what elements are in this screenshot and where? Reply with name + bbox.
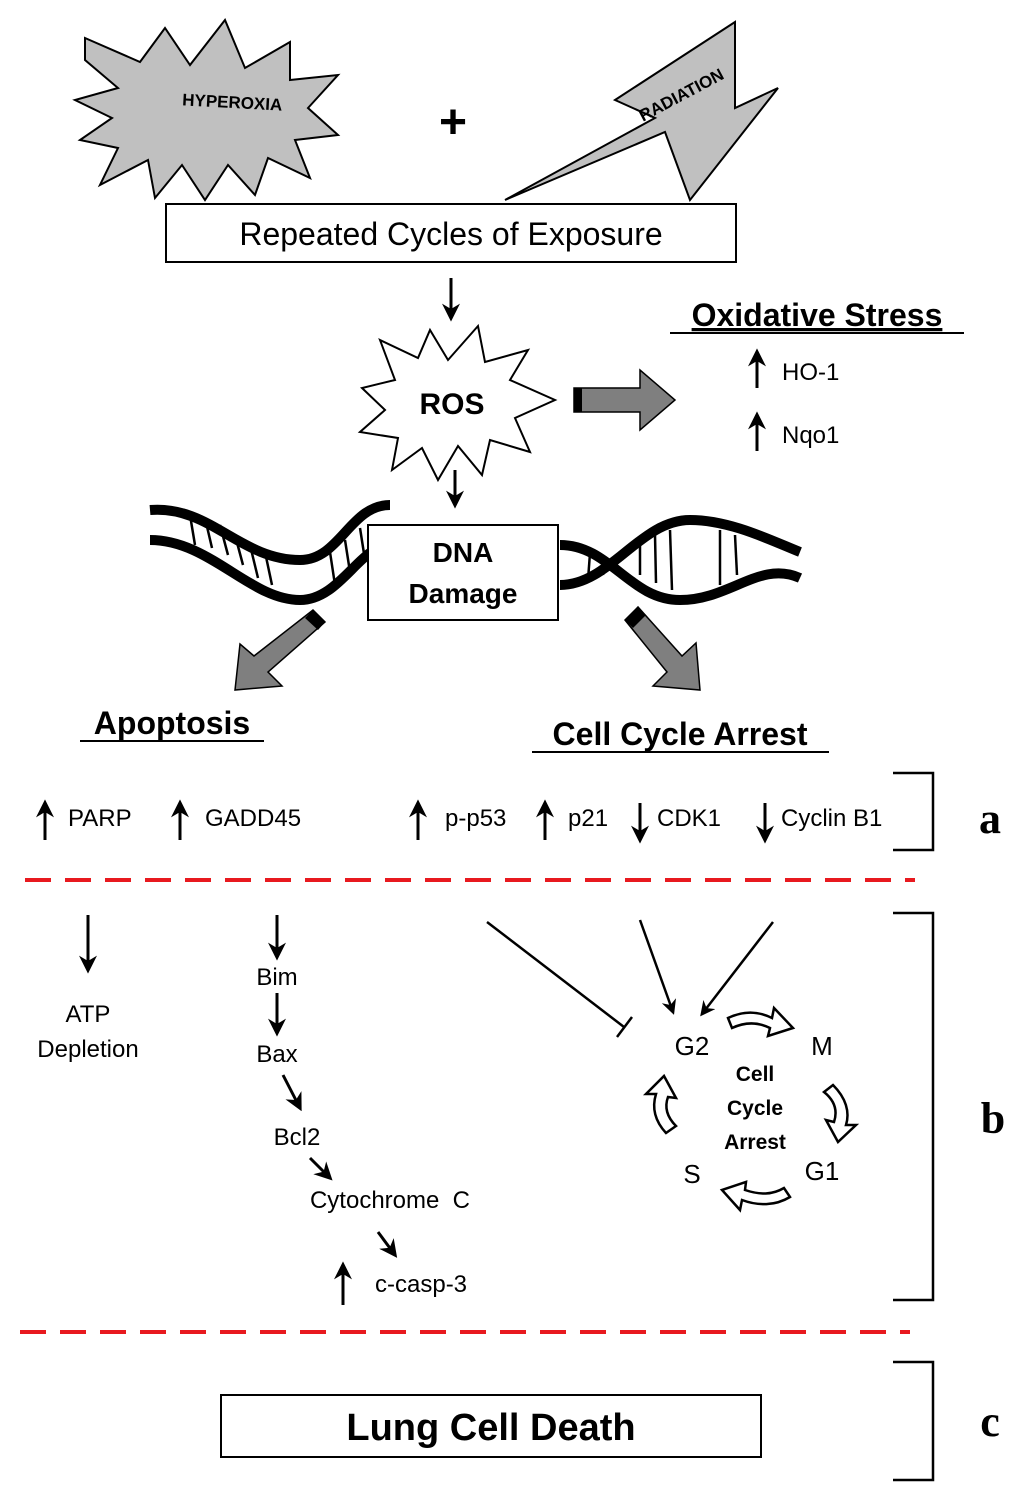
lung-cell-death-label: Lung Cell Death [346, 1407, 635, 1449]
ox-marker-label: Nqo1 [782, 422, 839, 449]
radiation-lightning-bolt [504, 20, 779, 203]
bracket-c [893, 1360, 935, 1482]
depletion-label: Depletion [37, 1036, 138, 1063]
cycle-center-line1: Cell [736, 1063, 775, 1086]
section-label-b: b [981, 1094, 1005, 1143]
phase-g1: G1 [805, 1156, 840, 1186]
phase-g2: G2 [675, 1031, 710, 1061]
apoptosis-title: Apoptosis [94, 705, 250, 741]
row-a-marker-label: Cyclin B1 [781, 805, 882, 832]
damage-label: Damage [409, 578, 518, 609]
phase-m: M [811, 1031, 833, 1061]
plus-sign: + [439, 96, 467, 149]
hyperoxia-starburst [72, 18, 341, 202]
ros-starburst [357, 323, 558, 483]
cycle-arrows-icon [642, 1005, 860, 1213]
row-a-marker-label: p21 [568, 805, 608, 832]
cascade-cytochrome-c: Cytochrome C [310, 1187, 470, 1214]
grey-arrow-to-apoptosis [234, 609, 327, 691]
cascade-bcl2: Bcl2 [274, 1124, 321, 1151]
dna-helix-icon [149, 500, 803, 606]
ox-marker-label: HO-1 [782, 359, 839, 386]
row-a-marker-label: GADD45 [205, 805, 301, 832]
row-a-marker-label: PARP [68, 805, 132, 832]
lung-cell-death-box [220, 1394, 762, 1458]
cell-cycle-arrest-title: Cell Cycle Arrest [553, 716, 808, 752]
grey-arrow-ros-to-oxidative [573, 368, 677, 432]
cascade-c-casp-3: c-casp-3 [375, 1271, 467, 1298]
cycle-center-line2: Cycle [727, 1097, 783, 1120]
phase-s: S [683, 1159, 700, 1189]
section-label-c: c [980, 1397, 1000, 1446]
bracket-a [893, 771, 935, 852]
dna-damage-box [367, 524, 559, 621]
row-a-marker-label: p-p53 [445, 805, 506, 832]
exposure-label: Repeated Cycles of Exposure [239, 216, 662, 252]
arrow-p21-to-g2 [638, 919, 677, 1015]
dna-label: DNA [433, 537, 494, 568]
atp-label: ATP [66, 1001, 111, 1028]
inhibition-line [486, 921, 625, 1028]
ros-label: ROS [419, 388, 484, 421]
arrow-cyclin-to-g2 [700, 921, 774, 1017]
cycle-center-line3: Arrest [724, 1131, 786, 1154]
row-a-marker-label: CDK1 [657, 805, 721, 832]
exposure-box [165, 203, 737, 263]
oxidative-stress-title: Oxidative Stress [692, 297, 943, 333]
cascade-bax: Bax [256, 1041, 297, 1068]
section-label-a: a [979, 794, 1001, 843]
bracket-b [893, 911, 935, 1302]
cascade-bim: Bim [256, 964, 297, 991]
